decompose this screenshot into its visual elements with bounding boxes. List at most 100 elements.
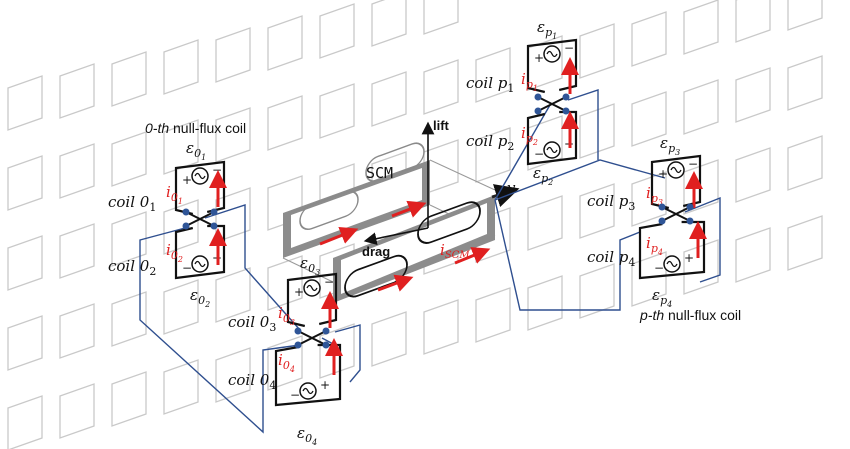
- background-coil: [7, 155, 43, 211]
- background-coil: [527, 275, 563, 331]
- background-coil: [215, 27, 251, 83]
- current-label: i03: [278, 304, 295, 327]
- junction-dot: [210, 208, 218, 216]
- coil-wire: [174, 160, 226, 216]
- polarity-mark: +: [320, 378, 330, 392]
- background-coil: [7, 75, 43, 131]
- cross-connection: [534, 93, 570, 115]
- cross-connection: [182, 208, 218, 230]
- junction-dot: [322, 341, 330, 349]
- coil-label: coil p3: [587, 192, 635, 213]
- background-coil: [579, 183, 615, 239]
- background-coil: [111, 291, 147, 347]
- background-coil: [735, 67, 771, 123]
- sine-wave-icon: [670, 166, 682, 174]
- polarity-mark: −: [534, 147, 544, 161]
- current-label: ip1: [521, 70, 538, 93]
- background-coil: [319, 3, 355, 59]
- groupP-title: p-th null-flux coil: [639, 307, 741, 323]
- coil-label: coil p1: [466, 74, 514, 95]
- background-coil: [267, 335, 303, 391]
- background-coil: [7, 315, 43, 371]
- junction-dot: [322, 327, 330, 335]
- emf-label: ε03: [300, 254, 320, 277]
- junction-dot: [562, 107, 570, 115]
- background-coil: [59, 223, 95, 279]
- background-coil: [735, 227, 771, 283]
- scm-label: SCM: [366, 164, 393, 182]
- junction-dot: [658, 217, 666, 225]
- scm-assembly: [282, 142, 496, 303]
- background-coil-grid: [7, 0, 823, 449]
- background-coil: [59, 383, 95, 439]
- scm-current-label: iSCM: [440, 241, 470, 261]
- current-label: ip2: [521, 124, 538, 147]
- group0-title: 0-th null-flux coil: [145, 120, 246, 136]
- sine-wave-icon: [546, 50, 558, 58]
- junction-dot: [658, 203, 666, 211]
- background-coil: [163, 119, 199, 175]
- background-coil: [787, 215, 823, 271]
- polarity-mark: +: [534, 51, 544, 65]
- sine-wave-icon: [194, 260, 206, 268]
- junction-dot: [686, 203, 694, 211]
- background-coil: [475, 47, 511, 103]
- background-coil: [683, 0, 719, 55]
- background-coil: [59, 303, 95, 359]
- background-coil: [163, 359, 199, 415]
- polarity-mark: −: [688, 157, 698, 171]
- emf-label: ε02: [190, 286, 210, 309]
- scm-coil-front-left: [344, 254, 408, 298]
- junction-dot: [534, 107, 542, 115]
- drag-axis-arrow: [363, 227, 429, 245]
- background-coil: [631, 171, 667, 227]
- background-coil: [7, 235, 43, 291]
- emf-label: εp1: [537, 18, 557, 41]
- background-coil: [787, 135, 823, 191]
- background-coil: [111, 131, 147, 187]
- background-coil: [527, 195, 563, 251]
- background-coil: [215, 267, 251, 323]
- background-coil: [7, 395, 43, 449]
- coil-label: coil 04: [228, 371, 276, 392]
- polarity-mark: −: [182, 261, 192, 275]
- background-coil: [475, 127, 511, 183]
- sine-wave-icon: [546, 146, 558, 154]
- background-coil: [683, 79, 719, 135]
- coil-label: coil p2: [466, 132, 514, 153]
- velocity-label: v: [507, 179, 516, 197]
- junction-dot: [562, 93, 570, 101]
- emf-label: ε04: [297, 424, 317, 447]
- current-label: ip3: [646, 184, 663, 207]
- background-coil: [787, 0, 823, 31]
- background-coil: [267, 95, 303, 151]
- background-coil: [215, 107, 251, 163]
- background-coil: [319, 323, 355, 379]
- junction-dot: [210, 222, 218, 230]
- coil-label: coil 03: [228, 313, 276, 334]
- emf-label: ε01: [186, 139, 206, 162]
- background-coil: [423, 0, 459, 35]
- current-label: ip4: [646, 234, 663, 257]
- background-coil: [475, 287, 511, 343]
- background-coil: [163, 199, 199, 255]
- background-coil: [631, 91, 667, 147]
- emf-label: εp2: [533, 164, 553, 187]
- background-coil: [59, 63, 95, 119]
- coil-wire: [174, 224, 226, 280]
- background-coil: [267, 15, 303, 71]
- background-coil: [579, 23, 615, 79]
- sine-wave-icon: [666, 260, 678, 268]
- junction-dot: [182, 222, 190, 230]
- background-coil: [111, 51, 147, 107]
- background-coil: [59, 143, 95, 199]
- current-label: i02: [166, 241, 183, 264]
- scm-coil-front-right: [417, 201, 481, 244]
- background-coil: [683, 159, 719, 215]
- background-coil: [787, 55, 823, 111]
